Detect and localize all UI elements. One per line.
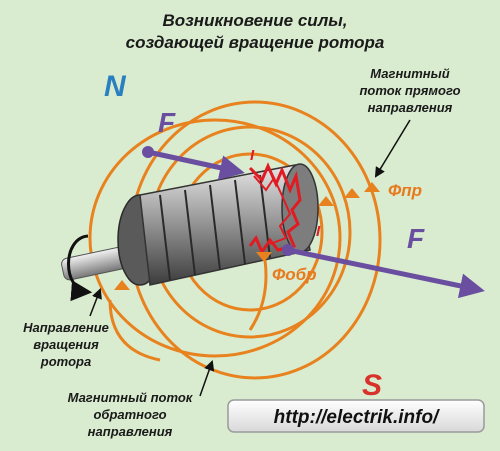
flux-arrow-3 bbox=[318, 196, 334, 206]
rotation-annotation: Направление вращения ротора bbox=[23, 288, 109, 369]
flux-arrowheads bbox=[114, 182, 380, 290]
title-line-2: создающей вращение ротора bbox=[126, 33, 385, 52]
rotation-line-3: ротора bbox=[40, 354, 91, 369]
flux-loop-outer bbox=[88, 118, 342, 358]
reverse-flux-line-2: обратного bbox=[93, 407, 166, 422]
current-label-top: I bbox=[250, 147, 255, 164]
rotation-arrow-icon bbox=[67, 234, 93, 302]
reverse-flux-annotation: Магнитный поток обратного направления bbox=[68, 360, 215, 439]
flux-forward-symbol: Фпр bbox=[388, 181, 422, 200]
forward-flux-annotation: Магнитный поток прямого направления bbox=[359, 66, 461, 178]
flux-arrow-1 bbox=[344, 188, 360, 198]
force-origin-left bbox=[142, 146, 154, 158]
current-label-bottom: I bbox=[316, 223, 321, 240]
flux-arrow-5 bbox=[256, 252, 272, 262]
force-label-right: F bbox=[407, 223, 425, 254]
flux-lines-front bbox=[108, 259, 268, 362]
flux-reverse-symbol: Фобр bbox=[272, 265, 317, 284]
forward-flux-pointer bbox=[374, 119, 411, 178]
reverse-flux-line-3: направления bbox=[88, 424, 173, 439]
force-origin-right bbox=[282, 244, 294, 256]
reverse-flux-pointer bbox=[199, 360, 215, 397]
flux-arrow-2 bbox=[364, 182, 380, 192]
force-arrow-right bbox=[287, 247, 485, 299]
pole-north-label: N bbox=[104, 70, 127, 103]
rotation-line-2: вращения bbox=[33, 337, 99, 352]
flux-front-arc-2 bbox=[248, 259, 268, 331]
reverse-flux-line-1: Магнитный поток bbox=[68, 390, 194, 405]
title-line-1: Возникновение силы, bbox=[162, 11, 347, 30]
force-arrows bbox=[142, 146, 485, 299]
pole-south-label: S bbox=[362, 369, 382, 402]
url-badge[interactable]: http://electrik.info/ bbox=[227, 399, 485, 433]
url-link[interactable]: http://electrik.info/ bbox=[274, 407, 440, 428]
forward-flux-line-1: Магнитный bbox=[370, 66, 449, 81]
flux-arrow-4 bbox=[114, 280, 130, 290]
forward-flux-line-2: поток прямого bbox=[359, 83, 460, 98]
force-label-left: F bbox=[158, 107, 176, 138]
rotation-pointer bbox=[89, 288, 102, 317]
force-arrow-left bbox=[147, 149, 245, 180]
flux-front-arc-1 bbox=[108, 299, 161, 362]
rotation-line-1: Направление bbox=[23, 320, 109, 335]
rotor-winding-inner bbox=[253, 175, 292, 245]
url-badge-background bbox=[227, 399, 485, 433]
forward-flux-line-3: направления bbox=[368, 100, 453, 115]
